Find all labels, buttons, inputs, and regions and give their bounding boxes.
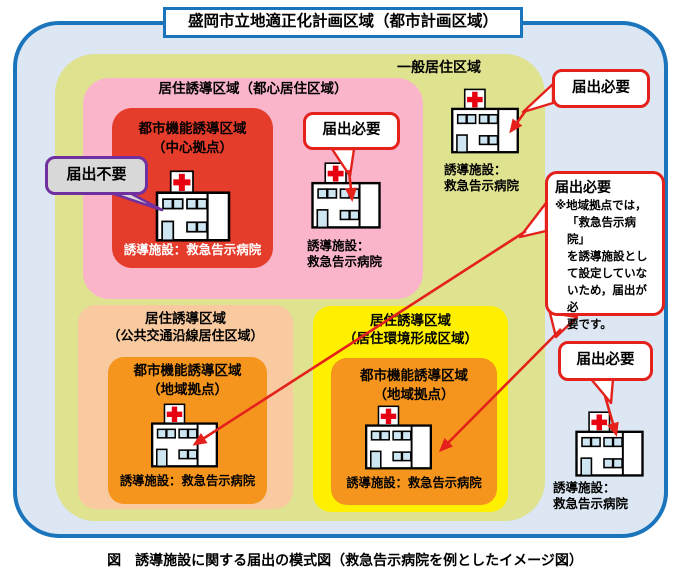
window — [392, 430, 403, 441]
callout-required-regional: 届出必要 ※地域拠点では， 「救急告示病院」 を誘導施設とし て設定していな い… — [545, 171, 665, 331]
window — [478, 113, 489, 125]
facility-label-core: 誘導施設： 救急告示病院 — [307, 239, 382, 270]
callout-required-regional-title: 届出必要 — [555, 179, 611, 195]
window — [196, 198, 208, 210]
window — [612, 436, 623, 448]
window — [339, 209, 350, 221]
hospital-core — [306, 162, 386, 229]
window — [590, 436, 601, 448]
window — [380, 430, 391, 441]
window — [488, 113, 499, 125]
window — [370, 430, 381, 441]
window — [178, 449, 189, 460]
central-function-label-1: 都市機能誘導区域 — [138, 121, 247, 136]
window — [178, 428, 189, 439]
general-region-label: 一般居住区域 — [397, 59, 481, 75]
facility-label-regional-left: 誘導施設：救急告示病院 — [119, 474, 256, 488]
facility-label-central: 誘導施設：救急告示病院 — [123, 243, 262, 257]
hospital-general — [446, 88, 524, 154]
core-residential-label: 居住誘導区域（都心居住区域） — [158, 81, 348, 96]
window — [392, 451, 403, 462]
callout-required-regional-note: ※地域拠点では， 「救急告示病院」 を誘導施設とし て設定していな いため，届出… — [555, 200, 648, 331]
window — [466, 113, 477, 125]
window — [581, 436, 592, 448]
door — [456, 134, 468, 153]
hospital-central — [150, 170, 236, 242]
regional-left-label-2: （地域拠点） — [147, 382, 228, 397]
facility-label-general-2: 救急告示病院 — [444, 178, 520, 193]
window — [478, 135, 489, 146]
facility-label-outside-2: 救急告示病院 — [553, 496, 629, 511]
figure-caption: 図 誘導施設に関する届出の模式図（救急告示病院を例としたイメージ図） — [107, 552, 583, 568]
hospital-icon — [451, 88, 519, 154]
window — [603, 458, 614, 469]
central-function-label-2: （中心拠点） — [152, 140, 233, 155]
door — [580, 457, 593, 477]
facility-label-core-2: 救急告示病院 — [307, 254, 383, 269]
window — [187, 428, 198, 439]
callout-not-required: 届出不要 — [45, 156, 148, 195]
window — [162, 198, 174, 210]
regional-right-label-1: 都市機能誘導区域 — [360, 368, 468, 383]
window — [339, 188, 350, 199]
window — [401, 430, 412, 441]
door — [316, 209, 329, 229]
window — [186, 198, 198, 210]
red-cross-icon — [166, 406, 183, 423]
env-residential-label-2: （居住環境形成区域） — [343, 331, 478, 346]
door — [161, 220, 175, 242]
window — [401, 451, 412, 462]
regional-right-label-2: （地域拠点） — [373, 387, 455, 402]
window — [456, 113, 468, 125]
window — [196, 221, 208, 233]
facility-label-outside: 誘導施設： 救急告示病院 — [553, 481, 628, 512]
facility-label-general-1: 誘導施設： — [444, 163, 507, 177]
hospital-icon — [365, 405, 432, 470]
window — [603, 436, 614, 448]
transit-residential-label-1: 居住誘導区域 — [145, 311, 226, 326]
window — [349, 188, 360, 199]
facility-label-core-1: 誘導施設： — [307, 239, 370, 253]
window — [317, 188, 328, 199]
door — [156, 448, 168, 468]
regional-left-label-1: 都市機能誘導区域 — [133, 363, 242, 378]
window — [349, 209, 360, 221]
hospital-icon — [311, 162, 381, 229]
facility-label-general: 誘導施設： 救急告示病院 — [444, 163, 519, 194]
door — [370, 450, 382, 470]
window — [612, 458, 623, 469]
window — [488, 135, 499, 146]
window — [187, 449, 198, 460]
window — [326, 188, 338, 199]
hospital-icon — [575, 411, 644, 477]
facility-label-outside-1: 誘導施設： — [553, 481, 616, 495]
hospital-regional-right — [360, 405, 437, 470]
red-cross-icon — [173, 173, 191, 191]
env-residential-label-1: 居住誘導区域 — [370, 313, 451, 328]
hospital-regional-left — [146, 403, 223, 468]
transit-residential-label-2: （公共交通沿線居住区域） — [107, 328, 264, 343]
hospital-icon — [151, 403, 218, 468]
hospital-icon — [155, 170, 231, 242]
window — [186, 221, 198, 233]
callout-required-core: 届出必要 — [303, 112, 400, 150]
red-cross-icon — [591, 414, 608, 431]
callout-required-general: 届出必要 — [552, 69, 650, 108]
window — [172, 198, 184, 210]
page-title: 盛岡市立地適正化計画区域（都市計画区域） — [163, 7, 523, 38]
callout-required-outside: 届出必要 — [558, 341, 653, 381]
facility-label-regional-right: 誘導施設：救急告示病院 — [346, 476, 482, 490]
window — [156, 428, 167, 439]
window — [166, 428, 177, 439]
red-cross-icon — [467, 91, 483, 108]
hospital-outside — [570, 411, 649, 477]
